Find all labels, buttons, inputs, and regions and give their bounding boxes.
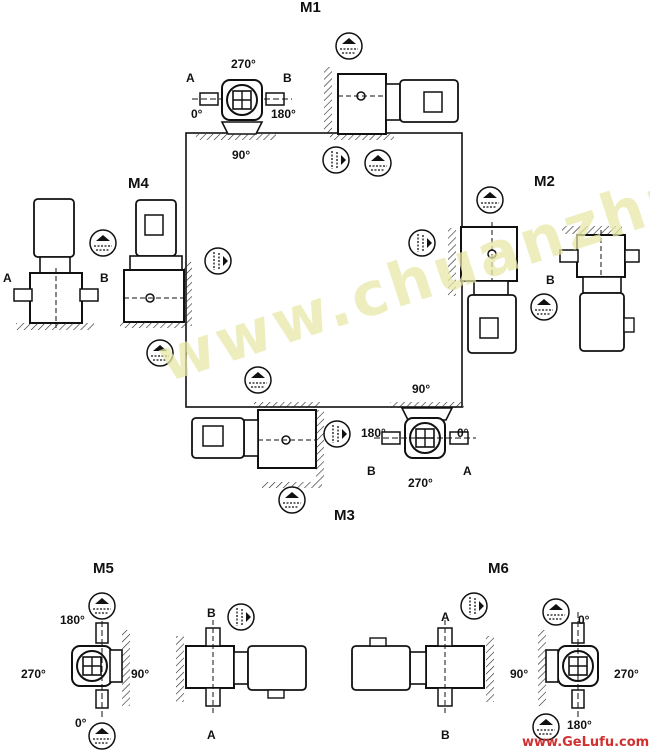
m2-view-b: B [546, 273, 555, 287]
m3-view-b: B [367, 464, 376, 478]
m6-side-view [351, 592, 494, 714]
m5-angle-90: 90° [131, 667, 150, 681]
m1-front-view [192, 79, 292, 140]
m1-view-a: A [186, 71, 195, 85]
label-m5: M5 [93, 560, 114, 577]
m5-angle-270: 270° [21, 667, 46, 681]
m6-angle-90: 90° [510, 667, 529, 681]
m1-angle-180: 180° [271, 107, 296, 121]
m1-angle-90: 90° [232, 148, 251, 162]
m1-angle-270: 270° [231, 57, 256, 71]
m3-angle-180: 180° [361, 426, 386, 440]
label-m1: M1 [300, 0, 321, 16]
label-m2: M2 [534, 173, 555, 190]
m6-view-b: B [441, 728, 450, 742]
m5-front-view [71, 592, 130, 750]
m4-view-a: A [3, 271, 12, 285]
label-m6: M6 [488, 560, 509, 577]
m6-angle-180: 180° [567, 718, 592, 732]
m5-angle-180: 180° [60, 613, 85, 627]
m4-end-view [13, 198, 99, 330]
m2-end-view [559, 226, 640, 352]
brand-watermark: www.GeLufu.com [522, 735, 650, 750]
label-m3: M3 [334, 507, 355, 524]
m6-angle-0: 0° [578, 613, 590, 627]
m5-angle-0: 0° [75, 716, 87, 730]
m3-angle-0: 0° [457, 426, 469, 440]
m1-side-view [322, 32, 459, 177]
m5-side-view [176, 603, 307, 714]
m2-side-view [408, 186, 558, 354]
m6-view-a: A [441, 610, 450, 624]
m4-view-b: B [100, 271, 109, 285]
label-m4: M4 [128, 175, 149, 192]
m5-view-a: A [207, 728, 216, 742]
m1-view-b: B [283, 71, 292, 85]
m3-view-a: A [463, 464, 472, 478]
m6-angle-270: 270° [614, 667, 639, 681]
m3-side-view [191, 366, 351, 514]
m5-view-b: B [207, 606, 216, 620]
m3-angle-90: 90° [412, 382, 431, 396]
m6-front-view [532, 598, 599, 741]
m3-angle-270: 270° [408, 476, 433, 490]
m4-side-view [89, 199, 232, 367]
m1-angle-0: 0° [191, 107, 203, 121]
m3-front-view [374, 402, 476, 459]
